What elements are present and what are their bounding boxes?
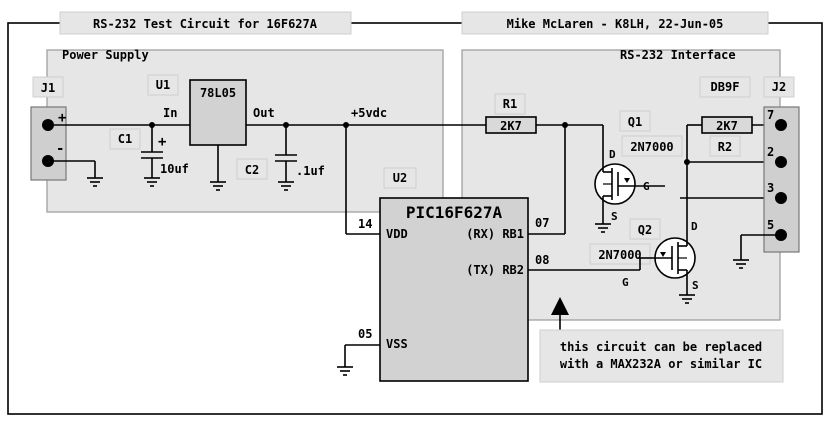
q2-part: 2N7000 [598, 248, 641, 262]
u2-pin-vss: VSS [386, 337, 408, 351]
u2-pin-rb1: (RX) RB1 [466, 227, 524, 241]
note-box [539, 329, 784, 383]
ground-symbol-u1 [210, 181, 226, 191]
j2-pin-2 [775, 156, 787, 168]
j1-minus-sign: - [56, 141, 64, 157]
r1-ref: R1 [503, 97, 517, 111]
ground-symbol-c1 [144, 177, 160, 187]
note-line2: with a MAX232A or similar IC [560, 357, 762, 371]
u2-ref: U2 [393, 171, 407, 185]
q2-ref-box [629, 218, 661, 240]
c2-ref-box [236, 158, 268, 180]
j2-pin-7-label: 7 [767, 108, 774, 122]
q2-part-box [589, 243, 651, 265]
q1-part: 2N7000 [630, 140, 673, 154]
ground-symbol-u2 [337, 366, 353, 376]
title-right-box [461, 11, 769, 35]
j2-pin-3-label: 3 [767, 181, 774, 195]
j2-pin-3 [775, 192, 787, 204]
j2-ref: J2 [772, 80, 786, 94]
j2-type-box [699, 76, 751, 98]
j1-plus-sign: + [58, 110, 66, 126]
rail-label: +5vdc [351, 106, 387, 120]
j2-pin-5-label: 5 [767, 218, 774, 232]
q2-gate-label: G [622, 276, 629, 289]
q1-source-label: S [611, 210, 618, 223]
j2-pin-7 [775, 119, 787, 131]
title-left: RS-232 Test Circuit for 16F627A [93, 17, 318, 31]
u2-part: PIC16F627A [406, 203, 503, 222]
r2-ref-box [709, 135, 741, 157]
c1-ref-box [109, 128, 141, 150]
u1-part: 78L05 [200, 86, 236, 100]
power-supply-label: Power Supply [62, 48, 149, 62]
q2-mosfet [652, 237, 696, 279]
title-right: Mike McLaren - K8LH, 22-Jun-05 [507, 17, 724, 31]
q1-mosfet [594, 163, 640, 205]
note-line1: this circuit can be replaced [560, 340, 762, 354]
note-arrow-head [551, 297, 569, 315]
c1-ref: C1 [118, 132, 132, 146]
ground-symbol-q2 [679, 294, 695, 304]
j2-pin-2-label: 2 [767, 145, 774, 159]
q2-source-label: S [692, 279, 699, 292]
ground-symbol-c2 [278, 181, 294, 191]
j1-ref: J1 [41, 81, 55, 95]
c2-ref: C2 [245, 163, 259, 177]
c1-polarity: + [158, 134, 166, 150]
u2-microcontroller [379, 197, 529, 382]
u1-ref: U1 [156, 78, 170, 92]
j2-ref-box [763, 76, 795, 98]
u2-pin-vdd: VDD [386, 227, 408, 241]
outer-border [7, 22, 823, 415]
u1-out-label: Out [253, 106, 275, 120]
r2-value: 2K7 [716, 119, 738, 133]
u2-ref-box [383, 167, 417, 189]
q1-ref: Q1 [628, 115, 642, 129]
r2-ref: R2 [718, 140, 732, 154]
j2-connector [763, 106, 800, 253]
r1-value: 2K7 [500, 119, 522, 133]
j2-type: DB9F [711, 80, 740, 94]
u1-in-label: In [163, 106, 177, 120]
r1-ref-box [494, 93, 526, 115]
q1-ref-box [619, 110, 651, 132]
q2-drain-label: D [691, 220, 698, 233]
u2-pin-vss-num: 05 [358, 327, 372, 341]
u2-pin-rb1-num: 07 [535, 216, 549, 230]
c2-value: .1uf [296, 164, 325, 178]
c1-value: 10uf [160, 162, 189, 176]
u2-pin-vdd-num: 14 [358, 217, 372, 231]
q2-ref: Q2 [638, 223, 652, 237]
ground-symbol-j1 [87, 177, 103, 187]
ground-symbol-q1 [595, 223, 611, 233]
u1-ref-box [147, 74, 179, 96]
q1-part-box [621, 135, 683, 157]
rs232-interface-label: RS-232 Interface [620, 48, 736, 62]
title-left-box [59, 11, 352, 35]
u1-regulator [189, 79, 247, 146]
ground-symbol-j2 [733, 259, 749, 269]
q1-drain-label: D [609, 148, 616, 161]
u2-pin-rb2: (TX) RB2 [466, 263, 524, 277]
j1-ref-box [32, 76, 64, 98]
u2-pin-rb2-num: 08 [535, 253, 549, 267]
